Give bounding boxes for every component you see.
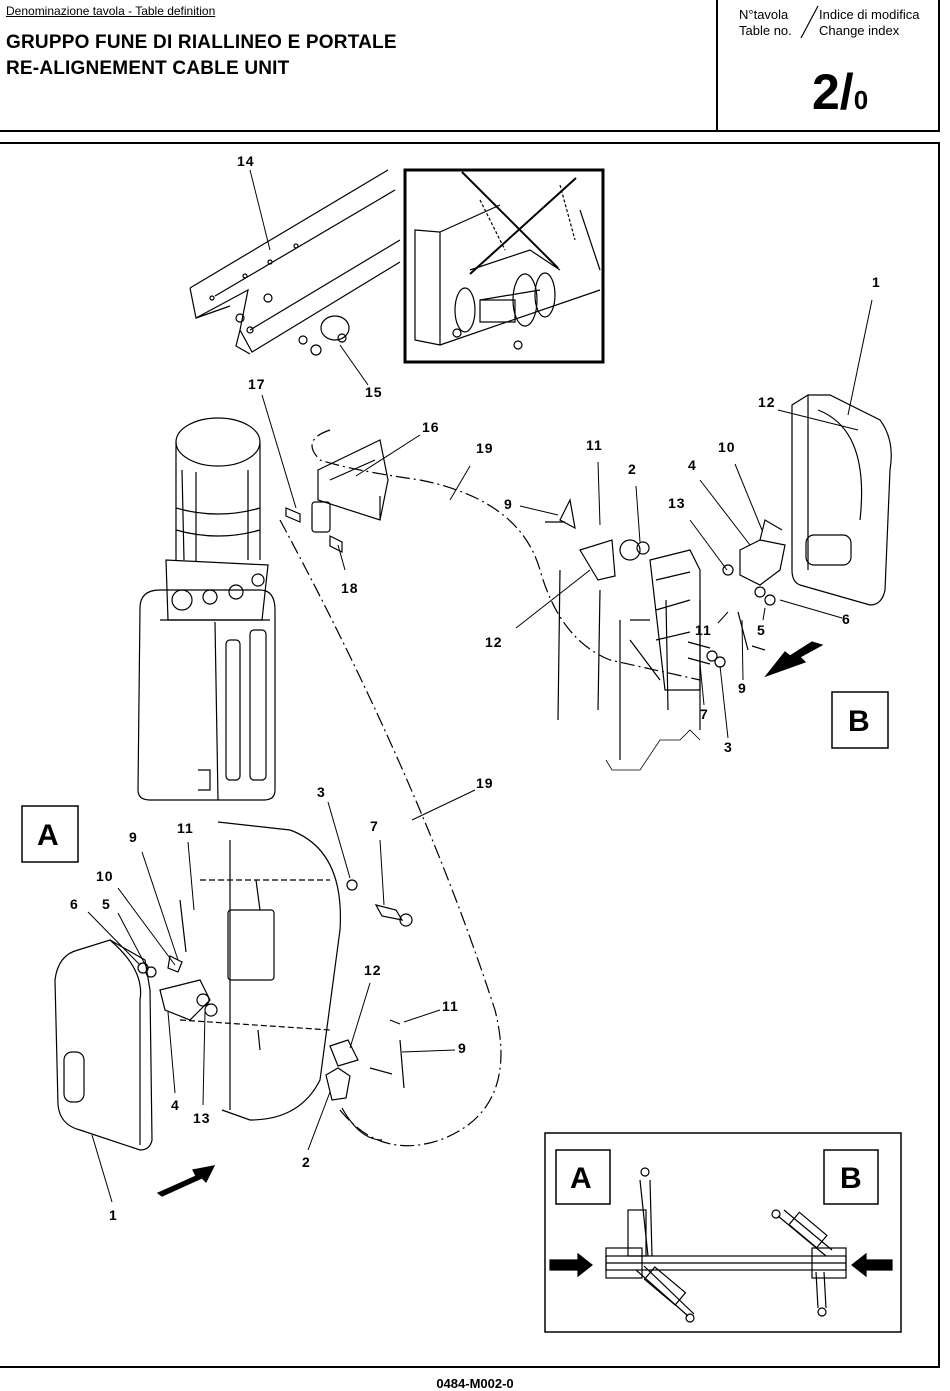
callout-9-left: 9 bbox=[129, 829, 138, 845]
overview-b-label: B bbox=[840, 1162, 862, 1195]
callout-12-mid: 12 bbox=[485, 634, 503, 650]
overview-a-label: A bbox=[570, 1162, 592, 1195]
callout-18: 18 bbox=[341, 580, 359, 596]
callout-3-left: 3 bbox=[317, 784, 326, 800]
callout-10-right: 10 bbox=[718, 439, 736, 455]
callout-3-right: 3 bbox=[724, 739, 733, 755]
callout-17: 17 bbox=[248, 376, 266, 392]
callout-11-right: 11 bbox=[695, 622, 712, 638]
callout-15: 15 bbox=[365, 384, 383, 400]
callout-13-right: 13 bbox=[668, 495, 686, 511]
cover-part-right bbox=[792, 395, 891, 605]
callout-13-left: 13 bbox=[193, 1110, 211, 1126]
callout-11-upper: 11 bbox=[586, 437, 603, 453]
callout-2-lower: 2 bbox=[302, 1154, 311, 1170]
callout-19-lower: 19 bbox=[476, 775, 494, 791]
callout-1-right: 1 bbox=[872, 274, 881, 290]
callout-10-left: 10 bbox=[96, 868, 114, 884]
callout-7-left: 7 bbox=[370, 818, 379, 834]
drawing-code: 0484-M002-0 bbox=[0, 1376, 950, 1391]
callout-16: 16 bbox=[422, 419, 440, 435]
direction-arrows bbox=[158, 642, 822, 1196]
callout-7-right: 7 bbox=[700, 706, 709, 722]
callout-11-left: 11 bbox=[177, 820, 194, 836]
view-a-label: A bbox=[37, 819, 59, 852]
lift-column-a bbox=[138, 822, 412, 1140]
hydraulic-power-unit bbox=[138, 418, 275, 800]
valve-block-parts bbox=[286, 440, 388, 552]
view-b-label: B bbox=[848, 705, 870, 738]
callout-14: 14 bbox=[237, 153, 255, 169]
callout-19-upper: 19 bbox=[476, 440, 494, 456]
callout-11-lower: 11 bbox=[442, 998, 459, 1014]
callout-4-right: 4 bbox=[688, 457, 697, 473]
callout-5-left: 5 bbox=[102, 896, 111, 912]
callout-9-right: 9 bbox=[738, 680, 747, 696]
callout-5-right: 5 bbox=[757, 622, 766, 638]
callout-2-upper: 2 bbox=[628, 461, 637, 477]
callout-6-right: 6 bbox=[842, 611, 851, 627]
beam-part bbox=[190, 170, 400, 355]
callout-12-left: 12 bbox=[364, 962, 382, 978]
detail-inset-crossed bbox=[405, 170, 603, 362]
cover-part-left bbox=[55, 940, 152, 1150]
callout-9-upper: 9 bbox=[504, 496, 513, 512]
callout-9-lower: 9 bbox=[458, 1040, 467, 1056]
leader-lines bbox=[88, 170, 872, 1202]
callout-12-right: 12 bbox=[758, 394, 776, 410]
lift-column-b bbox=[545, 500, 785, 770]
callout-1-left: 1 bbox=[109, 1207, 118, 1223]
callout-6-left: 6 bbox=[70, 896, 79, 912]
callout-4-left: 4 bbox=[171, 1097, 180, 1113]
